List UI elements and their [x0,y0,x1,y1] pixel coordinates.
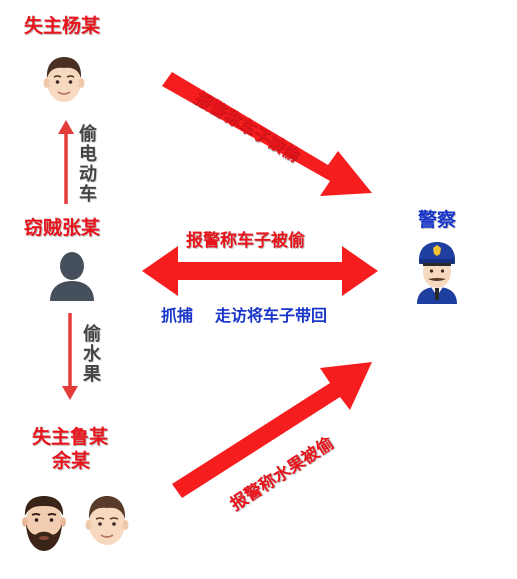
person-silhouette-icon [50,252,94,301]
node-thief-zhang: 窃贼张某 [24,217,101,239]
label-steal-ebike: 偷电动车 [79,124,97,205]
node-police: 警察 [418,209,457,231]
arrow-thief-to-yang [58,120,74,204]
bearded-man-icon [22,496,66,551]
label-arrest: 抓捕 [161,306,194,325]
label-visit-return: 走访将车子带回 [215,306,328,325]
arrow-yang-to-police [162,72,372,196]
node-owner-lu: 失主鲁某 [32,426,109,448]
node-owner-yu: 余某 [52,450,91,472]
node-owner-yang: 失主杨某 [24,15,101,37]
label-steal-fruit: 偷水果 [83,324,101,385]
police-officer-icon [417,242,457,304]
arrow-thief-to-lu-yu [62,313,78,400]
arrow-thief-police-bidirectional [142,246,378,296]
man-face-icon [43,57,85,102]
man-face-icon [85,496,129,545]
arrow-lu-yu-to-police [172,362,372,498]
label-report-car-middle: 报警称车子被偷 [186,231,305,251]
